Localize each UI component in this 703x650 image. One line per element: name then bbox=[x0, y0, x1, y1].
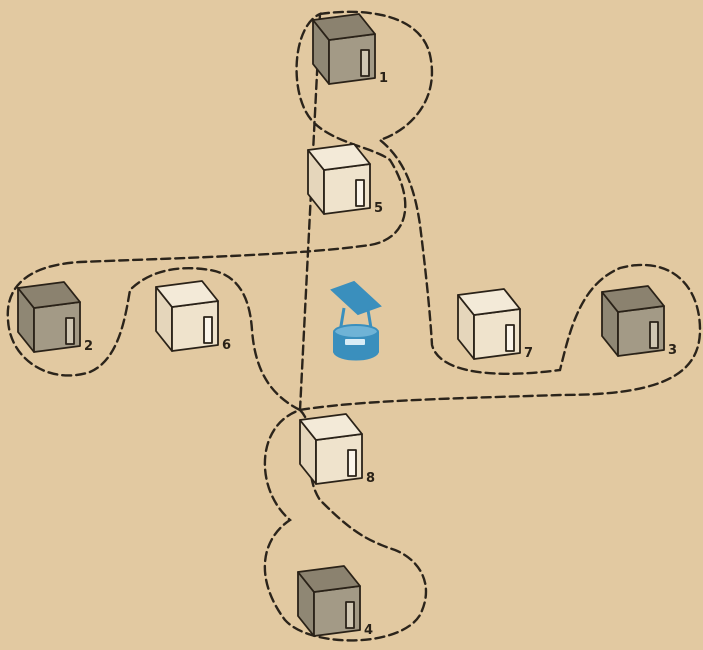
house-label: 8 bbox=[366, 471, 375, 486]
house-roof bbox=[601, 285, 665, 313]
house-label: 5 bbox=[374, 201, 383, 216]
house-icon: 4 bbox=[297, 565, 373, 638]
house-icon: 7 bbox=[457, 288, 533, 361]
well-icon bbox=[330, 280, 382, 361]
houses-layer: 1 2 3 4 5 6 7 8 bbox=[17, 13, 677, 638]
well-window bbox=[343, 337, 367, 347]
house-door bbox=[345, 601, 355, 629]
house-door bbox=[347, 449, 357, 477]
house-roof bbox=[307, 143, 371, 171]
house-roof bbox=[457, 288, 521, 316]
house-icon: 1 bbox=[312, 13, 388, 86]
house-door bbox=[505, 324, 515, 352]
house-label: 3 bbox=[668, 343, 677, 358]
house-roof bbox=[297, 565, 361, 593]
house-label: 7 bbox=[524, 346, 533, 361]
well-roof bbox=[330, 280, 382, 316]
boundary-path bbox=[6, 10, 702, 642]
house-door bbox=[360, 49, 370, 77]
house-roof bbox=[155, 280, 219, 308]
house-door bbox=[649, 321, 659, 349]
house-door bbox=[203, 316, 213, 344]
house-door bbox=[355, 179, 365, 207]
house-roof bbox=[299, 413, 363, 441]
house-icon: 5 bbox=[307, 143, 383, 216]
house-icon: 3 bbox=[601, 285, 677, 358]
house-icon: 2 bbox=[17, 281, 93, 354]
house-label: 1 bbox=[379, 71, 388, 86]
house-icon: 6 bbox=[155, 280, 231, 353]
house-label: 2 bbox=[84, 339, 93, 354]
house-icon: 8 bbox=[299, 413, 375, 486]
house-label: 4 bbox=[364, 623, 373, 638]
house-door bbox=[65, 317, 75, 345]
house-roof bbox=[312, 13, 376, 41]
house-label: 6 bbox=[222, 338, 231, 353]
house-roof bbox=[17, 281, 81, 309]
